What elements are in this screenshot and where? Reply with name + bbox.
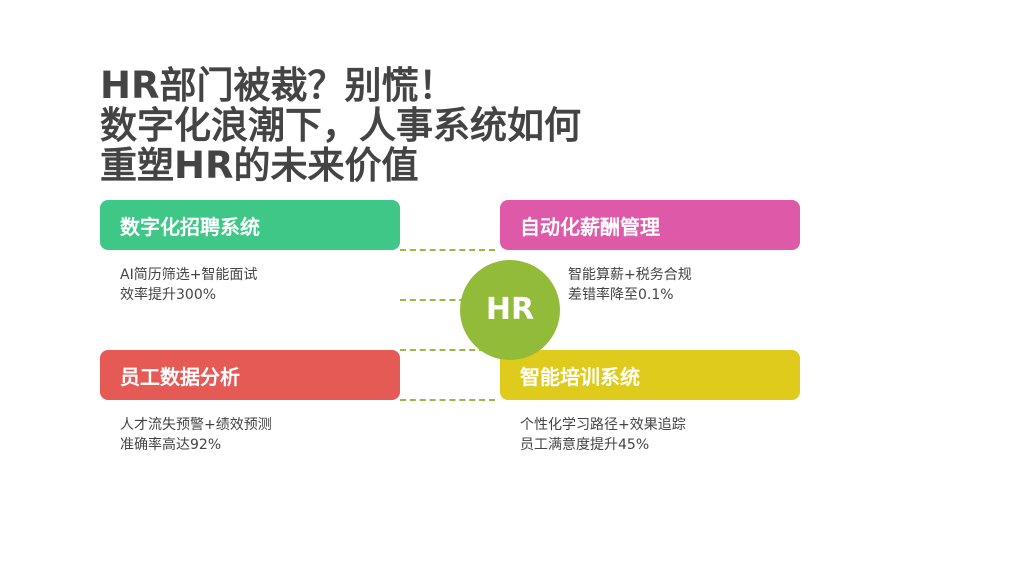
desc-line: 准确率高达92% bbox=[120, 437, 222, 453]
desc-line: 个性化学习路径+效果追踪 bbox=[520, 417, 686, 433]
desc-payroll: 智能算薪+税务合规 差错率降至0.1% bbox=[568, 265, 692, 305]
hr-center-circle: HR bbox=[460, 260, 560, 360]
desc-line: 员工满意度提升45% bbox=[520, 437, 650, 453]
card-analytics: 员工数据分析 bbox=[100, 350, 400, 400]
desc-recruitment: AI简历筛选+智能面试 效率提升300% bbox=[120, 265, 257, 305]
page-title: HR部门被裁？别慌！ 数字化浪潮下，人事系统如何 重塑HR的未来价值 bbox=[100, 66, 581, 186]
title-line: 数字化浪潮下，人事系统如何 bbox=[100, 104, 581, 147]
desc-line: AI简历筛选+智能面试 bbox=[120, 267, 258, 283]
title-line: HR部门被裁？别慌！ bbox=[100, 64, 456, 107]
connector-line bbox=[400, 349, 495, 351]
desc-line: 效率提升300% bbox=[120, 287, 217, 303]
connector-line bbox=[400, 299, 495, 301]
title-line: 重塑HR的未来价值 bbox=[100, 144, 419, 187]
card-training: 智能培训系统 bbox=[500, 350, 800, 400]
desc-line: 人才流失预警+绩效预测 bbox=[120, 417, 272, 433]
connector-line bbox=[400, 249, 495, 251]
connector-line bbox=[400, 399, 495, 401]
desc-training: 个性化学习路径+效果追踪 员工满意度提升45% bbox=[520, 415, 686, 455]
desc-analytics: 人才流失预警+绩效预测 准确率高达92% bbox=[120, 415, 272, 455]
card-payroll: 自动化薪酬管理 bbox=[500, 200, 800, 250]
desc-line: 智能算薪+税务合规 bbox=[568, 267, 692, 283]
desc-line: 差错率降至0.1% bbox=[568, 287, 674, 303]
card-recruitment: 数字化招聘系统 bbox=[100, 200, 400, 250]
